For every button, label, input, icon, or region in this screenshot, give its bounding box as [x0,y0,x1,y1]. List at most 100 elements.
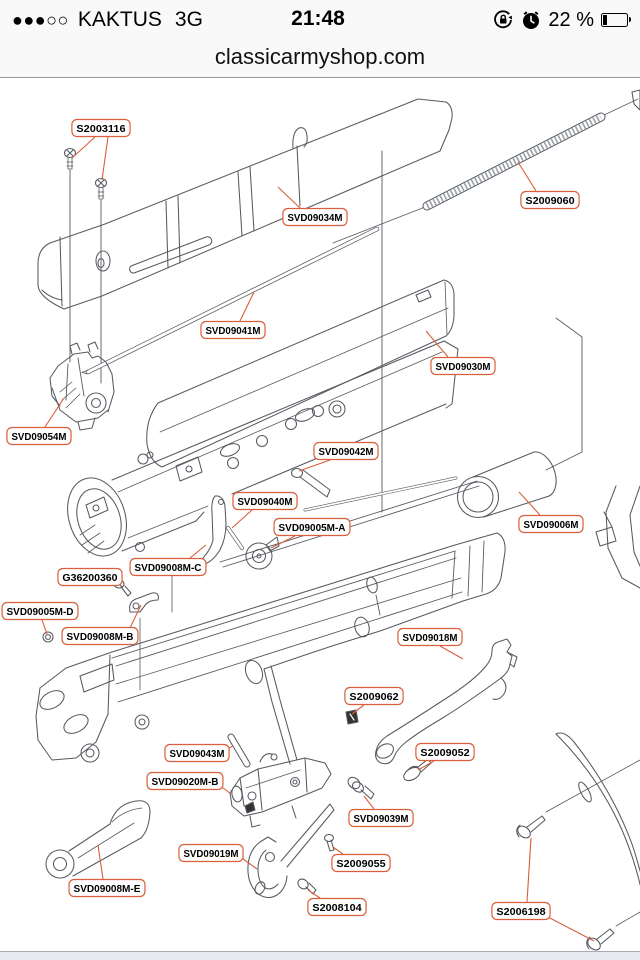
lever-e-art [45,800,151,879]
part-label: SVD09041M [200,320,266,340]
trigger-pin-art [226,526,244,550]
leader-line [71,136,96,159]
battery-icon [601,13,631,27]
part-label: SVD09039M [348,808,414,828]
part-label: S2009055 [331,853,391,873]
part-label: SVD09008M-C [129,557,207,577]
svg-text:S2003116: S2003116 [76,123,125,135]
leader-line [518,491,541,516]
leader-line [417,760,435,771]
hook-plate-art [129,575,173,691]
part-label: SVD09005M-A [273,517,351,537]
part-label: S2009052 [415,742,475,762]
svg-text:S2009052: S2009052 [420,747,469,759]
leader-line [351,704,365,715]
leader-line [231,509,253,529]
pin-43-art [227,733,251,768]
svg-text:G36200360: G36200360 [62,572,117,584]
svg-text:SVD09018M: SVD09018M [402,632,457,644]
leader-line [270,535,296,549]
part-label: S2003116 [71,118,131,138]
svg-text:S2008104: S2008104 [312,902,361,914]
svg-text:SVD09008M-B: SVD09008M-B [67,631,134,643]
part-label: SVD09030M [430,356,496,376]
carrier-label: KAKTUS [77,8,162,31]
leader-line [526,837,532,903]
part-label: SVD09019M [178,843,244,863]
leader-line [277,186,301,209]
svg-text:SVD09054M: SVD09054M [11,431,66,443]
receiver-body-art [67,340,459,557]
svg-text:SVD09039M: SVD09039M [353,813,408,825]
screw-42-art [290,467,331,498]
part-label: S2009062 [344,686,404,706]
leader-line [545,915,595,942]
part-label: SVD09005M-D [1,601,79,621]
network-type-label: 3G [174,8,203,31]
blade-right-art [555,732,640,887]
svg-text:SVD09006M: SVD09006M [523,519,578,531]
leader-line [41,619,48,635]
bent-line-art [545,317,583,471]
washer-art [42,631,54,643]
trigger-art [202,495,227,565]
bottom-toolbar [0,951,640,960]
part-label: SVD09043M [164,743,230,763]
svg-text:SVD09019M: SVD09019M [183,848,238,860]
svg-text:SVD09030M: SVD09030M [435,361,490,373]
svg-text:SVD09008M-C: SVD09008M-C [135,562,202,574]
frame-art [35,532,506,765]
screw-52-art [403,758,432,782]
svg-text:SVD09005M-A: SVD09005M-A [279,522,346,534]
part-label: SVD09040M [232,491,298,511]
alarm-icon [523,10,540,29]
part-label: SVD09008M-E [68,878,146,898]
part-label: G36200360 [57,567,123,587]
screw-8104-art [297,878,317,895]
top-cover-art [146,150,455,513]
leader-line [439,645,464,660]
leader-line [97,844,104,880]
part-label: SVD09034M [282,207,348,227]
svg-text:SVD09008M-E: SVD09008M-E [74,883,141,895]
svg-text:S2006198: S2006198 [496,906,545,918]
lever-18-art [375,638,518,765]
part-label: SVD09054M [6,426,72,446]
screw-55-art [323,833,335,852]
leader-line [44,397,65,428]
trigger-box-art [229,753,332,828]
leader-line [239,291,255,322]
svg-text:S2009060: S2009060 [525,195,574,207]
svg-text:SVD09040M: SVD09040M [237,496,292,508]
part-label: S2006198 [491,901,551,921]
leader-line [129,604,142,629]
part-label: S2008104 [307,897,367,917]
part-label: SVD09018M [397,627,463,647]
leader-line [101,136,109,181]
clip-62-art [345,709,359,725]
address-bar[interactable]: classicarmyshop.com [0,40,640,78]
cleaning-rod-art [81,226,380,375]
svg-text:SVD09034M: SVD09034M [287,212,342,224]
svg-text:SVD09041M: SVD09041M [205,325,260,337]
leader-line [517,161,537,192]
part-label: SVD09042M [313,441,379,461]
recoil-spring-art [332,89,640,244]
svg-text:SVD09020M-B: SVD09020M-B [152,776,219,788]
right-edge-part-art [595,485,640,589]
svg-text:SVD09042M: SVD09042M [318,446,373,458]
url-text[interactable]: classicarmyshop.com [214,44,426,69]
battery-percent: 22 % [548,8,594,31]
sight-bracket-art [49,341,115,431]
leader-line [189,544,207,559]
signal-strength-icon: ●●●○○ [12,9,69,30]
safety-knob-art [245,536,280,570]
leader-line [307,889,321,899]
orientation-lock-icon [494,10,513,29]
part-label: SVD09020M-B [146,771,224,791]
gas-tube-art [303,451,557,519]
leader-line [425,330,449,358]
screws-2006198-art [516,759,640,951]
